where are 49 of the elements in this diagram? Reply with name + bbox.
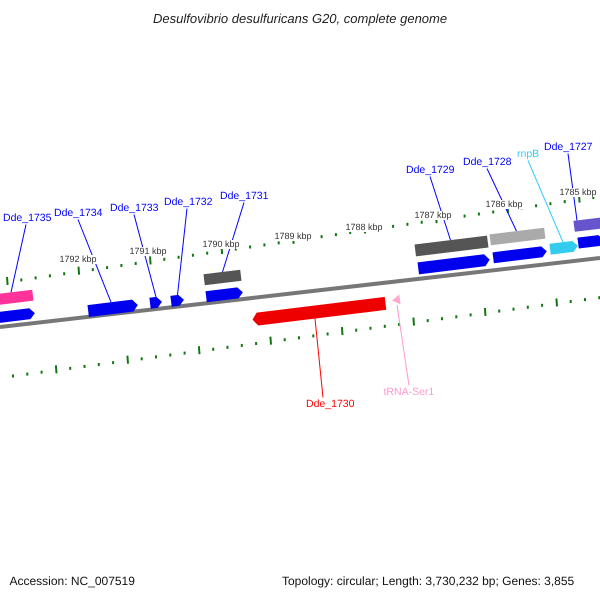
feature-bar bbox=[203, 270, 242, 286]
footer-note: Accession: NC_007519 bbox=[10, 575, 135, 587]
scale-label: 1787 kbp bbox=[414, 210, 452, 220]
scale-label: 1792 kbp bbox=[60, 254, 97, 264]
gene-label: Dde_1732 bbox=[164, 196, 212, 207]
gene-label: Dde_1733 bbox=[110, 202, 158, 213]
leader-line bbox=[177, 208, 188, 296]
leader-line bbox=[134, 214, 156, 298]
gene-feature bbox=[87, 299, 139, 317]
gene-feature bbox=[391, 294, 401, 306]
gene-feature bbox=[170, 294, 185, 307]
gene-label: tRNA-Ser1 bbox=[384, 386, 434, 397]
leader-line bbox=[528, 160, 564, 243]
gene-feature bbox=[0, 308, 36, 324]
gene-label: Dde_1731 bbox=[220, 190, 268, 201]
leader-line bbox=[486, 168, 517, 232]
leader-line bbox=[10, 224, 26, 293]
gene-label: Dde_1729 bbox=[406, 164, 454, 175]
title: Desulfovibrio desulfuricans G20, complete genome bbox=[153, 12, 448, 24]
feature-bar bbox=[573, 217, 600, 232]
gene-feature bbox=[252, 296, 386, 326]
gene-feature bbox=[149, 296, 163, 309]
gene-feature bbox=[418, 254, 490, 274]
scale-label: 1791 kbp bbox=[130, 246, 167, 256]
leader-line bbox=[430, 176, 451, 241]
feature-bar bbox=[490, 228, 546, 246]
gene-feature bbox=[549, 240, 579, 255]
leader-line bbox=[396, 304, 410, 386]
leader-line bbox=[78, 219, 112, 303]
gene-feature bbox=[577, 234, 600, 249]
scale-label: 1786 kbp bbox=[486, 200, 523, 208]
gene-feature bbox=[492, 246, 548, 264]
footer-note: Topology: circular; Length: 3,730,232 bp; Genes: 3,855 bbox=[282, 575, 574, 587]
leader-line bbox=[568, 153, 578, 221]
scale-label: 1785 kbp bbox=[560, 188, 597, 196]
gene-label: Dde_1727 bbox=[544, 142, 592, 152]
gene-feature bbox=[205, 286, 244, 302]
feature-bar bbox=[0, 290, 34, 306]
gene-label: rnpB bbox=[517, 148, 540, 159]
feature-bar bbox=[414, 236, 488, 256]
gene-label: Dde_1728 bbox=[463, 156, 512, 167]
leader-line bbox=[314, 318, 324, 398]
gene-label: Dde_1735 bbox=[3, 212, 52, 223]
scale-label: 1789 kbp bbox=[274, 232, 312, 240]
gene-label: Dde_1730 bbox=[306, 398, 354, 409]
leader-line bbox=[222, 202, 244, 272]
gene-label: Dde_1734 bbox=[54, 208, 102, 218]
scale-label: 1788 kbp bbox=[346, 222, 383, 232]
scale-label: 1790 kbp bbox=[202, 240, 240, 248]
